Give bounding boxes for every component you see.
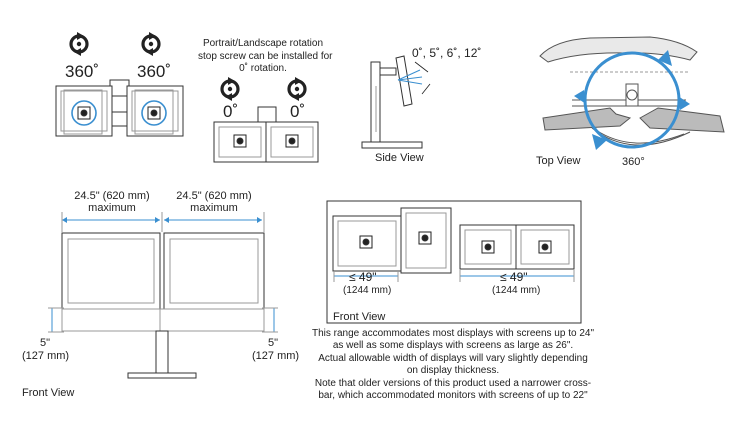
gap-right-mm: (127 mm) bbox=[252, 350, 300, 362]
stop-angle-right: 0˚ bbox=[290, 102, 306, 121]
front-view-caption: Front View bbox=[22, 387, 75, 399]
gap-left-mm: (127 mm) bbox=[22, 350, 70, 362]
stop-rotate-icon-left bbox=[220, 75, 240, 103]
top-view-angle: 360° bbox=[622, 156, 645, 168]
range-note: This range accommodates most displays wi… bbox=[311, 328, 594, 402]
rotation-angle-right: 360˚ bbox=[137, 62, 172, 81]
gap-right-in: 5" bbox=[268, 337, 279, 349]
side-view-caption: Side View bbox=[375, 152, 424, 164]
landscape-monitors bbox=[213, 106, 319, 163]
tilt-angles: 0˚, 5˚, 6˚, 12˚ bbox=[412, 46, 482, 60]
top-view-caption: Top View bbox=[536, 155, 581, 167]
stop-rotate-icon-right bbox=[287, 75, 307, 103]
range-width-left: ≤ 49" bbox=[349, 270, 377, 284]
rotate-icon-left bbox=[69, 30, 89, 58]
front-width-right: 24.5" (620 mm) maximum bbox=[176, 190, 252, 214]
rotate-icon-right bbox=[141, 30, 161, 58]
range-width-right: ≤ 49" bbox=[500, 270, 528, 284]
gap-left-in: 5" bbox=[40, 337, 51, 349]
front-width-left: 24.5" (620 mm) maximum bbox=[74, 190, 150, 214]
range-mm-left: (1244 mm) bbox=[343, 285, 392, 296]
rotated-monitors bbox=[55, 79, 184, 137]
rotation-angle-left: 360˚ bbox=[65, 62, 100, 81]
portrait-note: Portrait/Landscape rotation stop screw c… bbox=[198, 38, 333, 74]
stop-angle-left: 0˚ bbox=[223, 102, 239, 121]
range-mm-right: (1244 mm) bbox=[492, 285, 541, 296]
front-view-figure bbox=[48, 212, 278, 379]
top-view-figure bbox=[539, 36, 725, 150]
side-view-figure bbox=[361, 55, 431, 149]
range-box bbox=[326, 200, 582, 324]
range-caption: Front View bbox=[333, 311, 386, 323]
